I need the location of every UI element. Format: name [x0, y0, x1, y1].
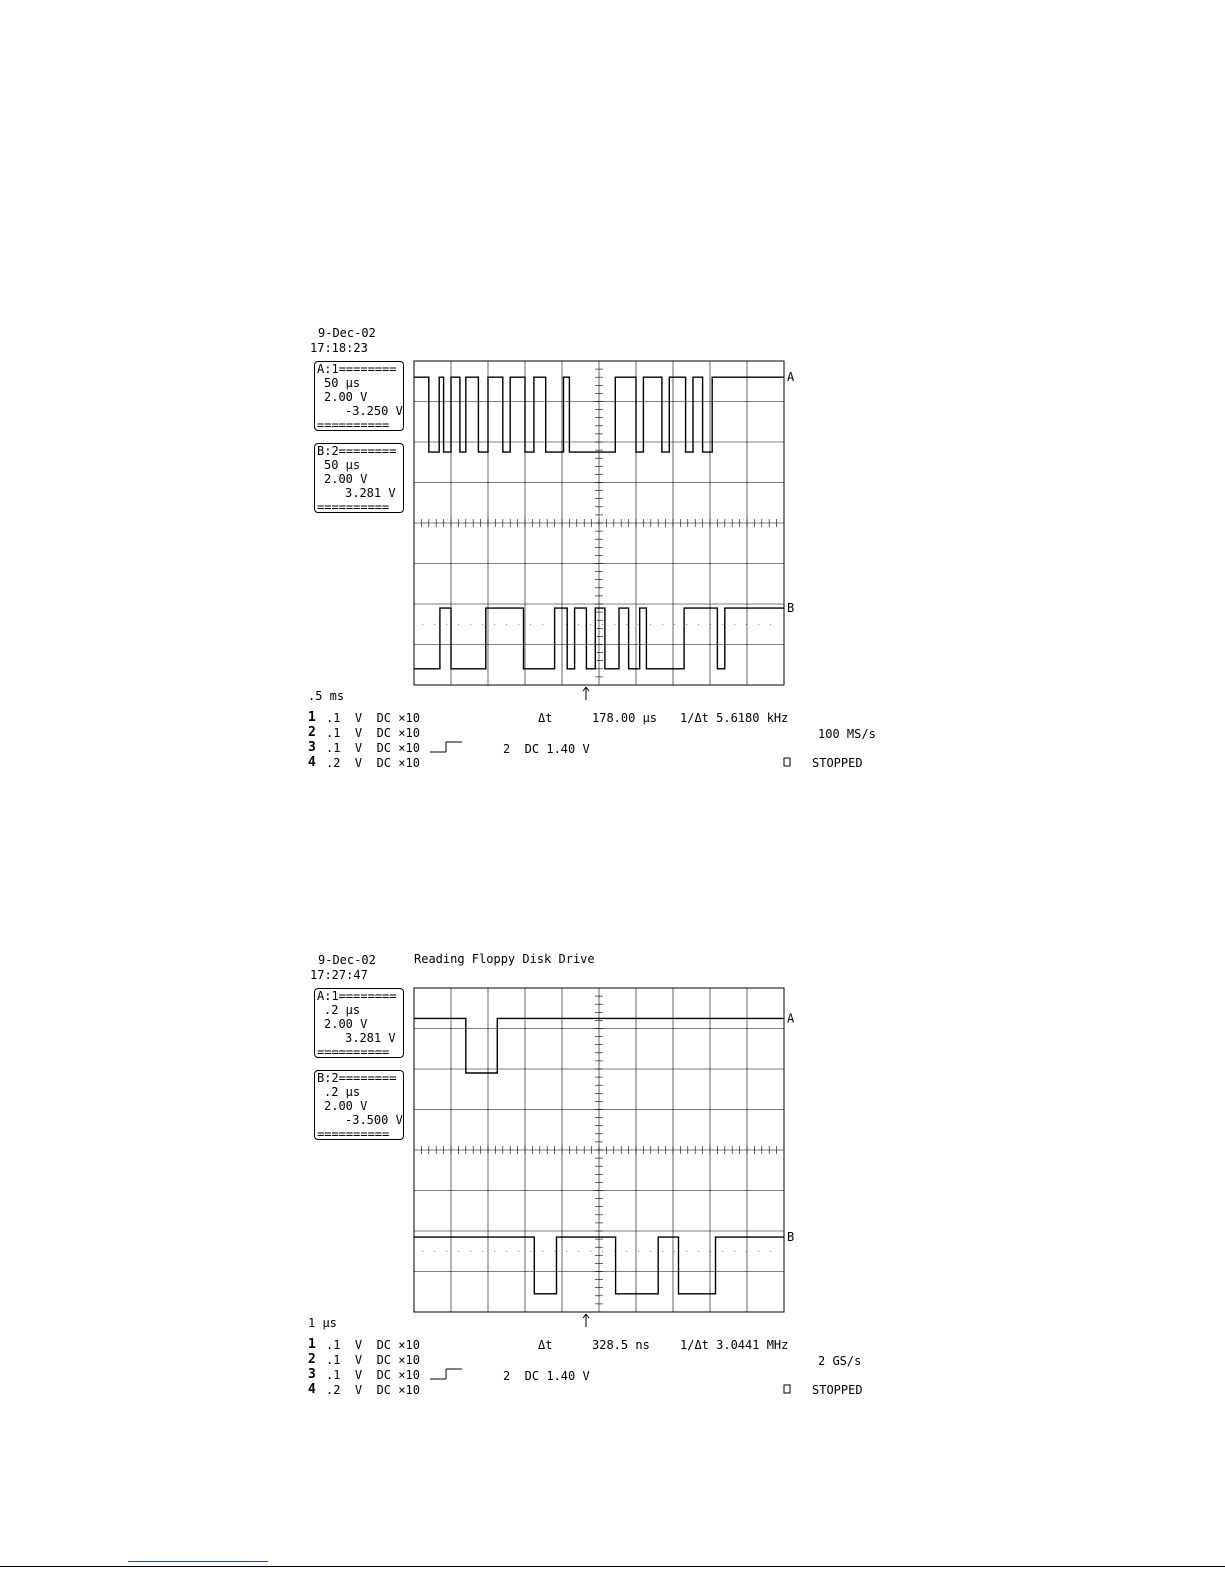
channel-footer: ==========: [317, 1045, 390, 1059]
channel-header: B:2========: [317, 1071, 397, 1085]
capture-date: 9-Dec-02: [318, 953, 376, 967]
channel-header: A:1========: [317, 989, 397, 1003]
channel-footer: ==========: [317, 500, 390, 514]
footer-link-rule: [128, 1561, 268, 1562]
input-channel-setting: .1 V DC ×10: [326, 711, 420, 725]
scope-screen: AB: [413, 360, 795, 767]
channel-offset: -3.250 V: [345, 404, 403, 418]
trace-b: [414, 607, 784, 670]
trigger-marker: [582, 686, 587, 692]
trigger-setting: 2 DC 1.40 V: [503, 1369, 590, 1383]
input-channel-setting: .1 V DC ×10: [326, 1338, 420, 1352]
input-channel-number: 2: [308, 1352, 316, 1367]
input-channel-number: 2: [308, 725, 316, 740]
input-channel-setting: .1 V DC ×10: [326, 1353, 420, 1367]
input-channel-number: 4: [308, 1382, 316, 1397]
trigger-marker: [585, 1313, 590, 1319]
input-channel-setting: .2 V DC ×10: [326, 1383, 420, 1397]
input-channel-setting: .1 V DC ×10: [326, 1368, 420, 1382]
input-channel-number: 1: [308, 710, 316, 725]
sample-rate: 100 MS/s: [818, 727, 876, 741]
input-channel-number: 3: [308, 740, 316, 755]
delta-t-label: Δt: [538, 1338, 553, 1352]
trace-label-a: A: [787, 370, 795, 384]
trigger-marker: [582, 1313, 587, 1319]
frequency-readout: 1/Δt 3.0441 MHz: [680, 1338, 789, 1352]
channel-offset: 3.281 V: [345, 1031, 396, 1045]
channel-volts: 2.00 V: [324, 1017, 368, 1031]
frequency-readout: 1/Δt 5.6180 kHz: [680, 711, 789, 725]
trace-label-b: B: [787, 1230, 794, 1244]
input-channel-number: 4: [308, 755, 316, 770]
stop-indicator-icon: [783, 757, 791, 767]
delta-t-label: Δt: [538, 711, 553, 725]
channel-timebase: .2 µs: [324, 1085, 361, 1099]
input-channel-number: 3: [308, 1367, 316, 1382]
page-footer-rule: [0, 1566, 1225, 1567]
channel-footer: ==========: [317, 1127, 390, 1141]
input-channel-number: 1: [308, 1337, 316, 1352]
trace-a: [414, 1017, 784, 1074]
channel-timebase: .2 µs: [324, 1003, 361, 1017]
channel-volts: 2.00 V: [324, 472, 368, 486]
delta-t-value: 328.5 ns: [592, 1338, 650, 1352]
trace-b: [414, 1236, 784, 1295]
acquisition-status: STOPPED: [812, 756, 863, 770]
channel-offset: 3.281 V: [345, 486, 396, 500]
trace-a: [414, 376, 784, 453]
input-channel-setting: .1 V DC ×10: [326, 741, 420, 755]
stop-indicator-icon: [783, 1384, 791, 1394]
trigger-marker: [585, 686, 590, 692]
acquisition-status: STOPPED: [812, 1383, 863, 1397]
channel-volts: 2.00 V: [324, 390, 368, 404]
trace-label-b: B: [787, 601, 794, 615]
channel-timebase: 50 µs: [324, 458, 361, 472]
channel-offset: -3.500 V: [345, 1113, 403, 1127]
delta-t-value: 178.00 µs: [592, 711, 658, 725]
channel-timebase: 50 µs: [324, 376, 361, 390]
channel-footer: ==========: [317, 418, 390, 432]
scope-screen: AB: [413, 987, 795, 1394]
capture-time: 17:27:47: [310, 968, 368, 982]
timebase-label: .5 ms: [308, 689, 345, 703]
input-channel-setting: .1 V DC ×10: [326, 726, 420, 740]
sample-rate: 2 GS/s: [818, 1354, 862, 1368]
input-channel-setting: .2 V DC ×10: [326, 756, 420, 770]
trace-label-a: A: [787, 1011, 795, 1025]
trigger-setting: 2 DC 1.40 V: [503, 742, 590, 756]
capture-time: 17:18:23: [310, 341, 368, 355]
capture-title: Reading Floppy Disk Drive: [414, 952, 595, 966]
channel-header: B:2========: [317, 444, 397, 458]
capture-date: 9-Dec-02: [318, 326, 376, 340]
timebase-label: 1 µs: [308, 1316, 337, 1330]
channel-header: A:1========: [317, 362, 397, 376]
channel-volts: 2.00 V: [324, 1099, 368, 1113]
